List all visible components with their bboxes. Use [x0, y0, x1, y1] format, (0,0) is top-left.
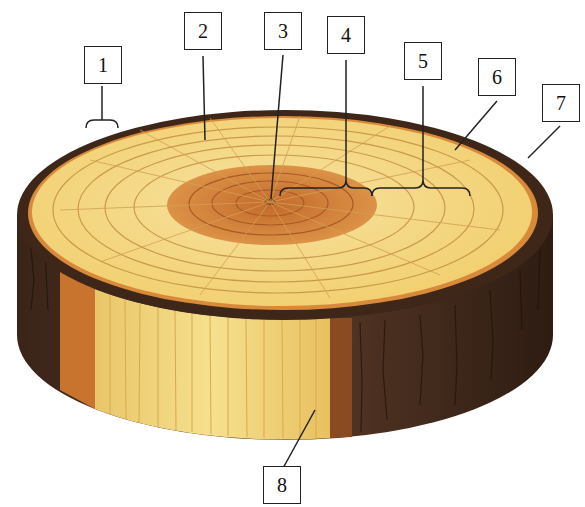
- callout-number: 1: [84, 46, 122, 84]
- callout-number: 8: [263, 466, 301, 504]
- callout-number: 4: [327, 16, 365, 54]
- callout-text: 6: [492, 67, 502, 87]
- callout-text: 7: [556, 93, 566, 113]
- callout-text: 2: [198, 21, 208, 41]
- callout-number: 5: [404, 42, 442, 80]
- callout-text: 1: [98, 55, 108, 75]
- callout-text: 4: [341, 25, 351, 45]
- callout-text: 8: [277, 475, 287, 495]
- callout-number: 6: [478, 58, 516, 96]
- callout-number: 2: [184, 12, 222, 50]
- callout-text: 3: [278, 21, 288, 41]
- callout-text: 5: [418, 51, 428, 71]
- callout-number: 3: [264, 12, 302, 50]
- callout-number: 7: [542, 84, 580, 122]
